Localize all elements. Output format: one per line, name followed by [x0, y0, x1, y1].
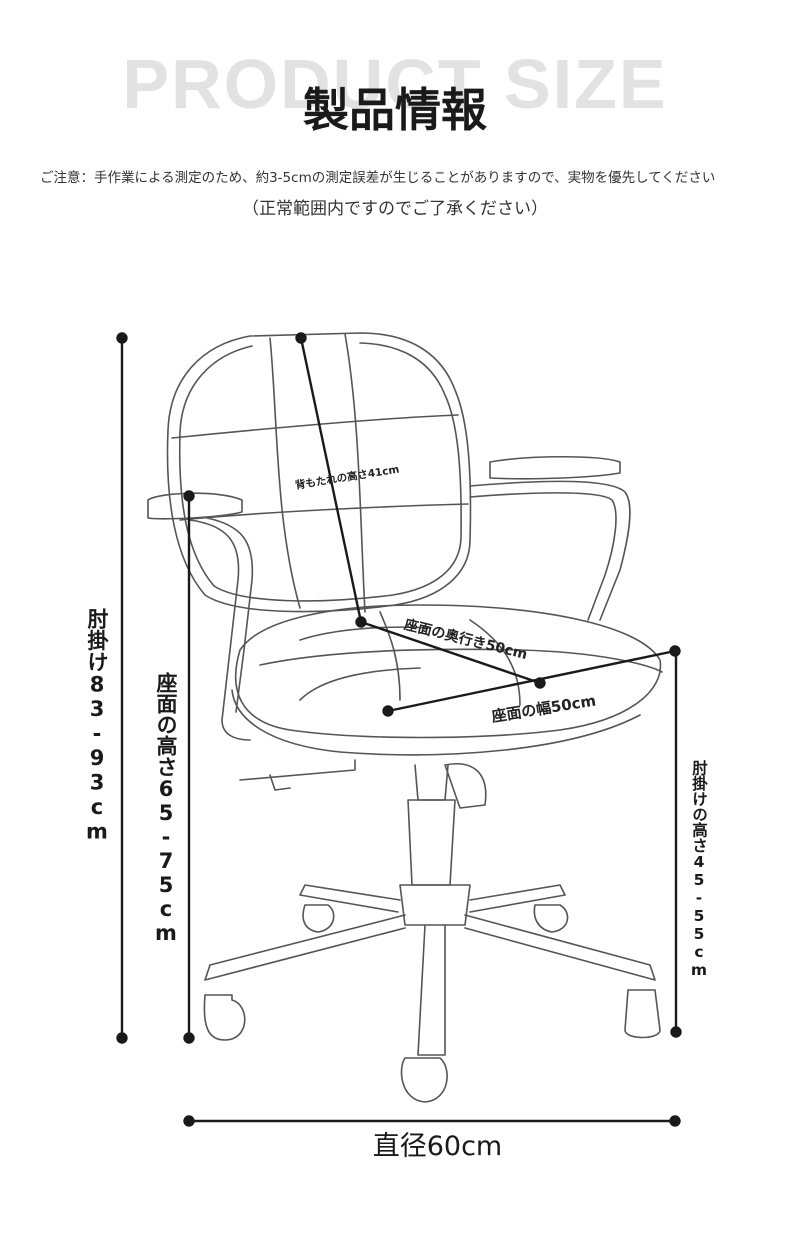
seat — [234, 604, 662, 739]
bg-title-product-size: PRODUCT SIZE — [122, 45, 668, 123]
left-armrest — [147, 492, 243, 520]
right-armrest — [489, 455, 621, 480]
label-armrest-height: 肘掛けの高さ45-55cm — [690, 760, 708, 979]
chair-base — [399, 884, 471, 926]
gas-lift — [407, 799, 456, 886]
dimension-lines — [116, 332, 682, 1127]
tolerance-notice: （正常範囲内ですのでご了承ください） — [242, 199, 548, 219]
caster — [624, 989, 661, 1039]
caster — [533, 904, 569, 933]
caster — [203, 994, 246, 1041]
measurement-notice: ご注意：手作業による測定のため、約3-5cmの測定誤差が生じることがありますので… — [40, 170, 716, 186]
chair-sketch — [147, 332, 663, 1103]
label-armrest-total-height: 肘掛け83-93cm — [85, 608, 109, 844]
dim-line-backrest — [299, 337, 363, 623]
dim-line-width — [387, 649, 676, 713]
page-title: 製品情報 — [303, 83, 487, 137]
dim-line-depth — [360, 620, 541, 685]
label-seat-height: 座面の高さ65-75cm — [154, 672, 178, 945]
caster — [302, 904, 335, 933]
backrest — [166, 332, 472, 613]
label-diameter: 直径60cm — [372, 1131, 503, 1162]
caster — [400, 1057, 448, 1103]
